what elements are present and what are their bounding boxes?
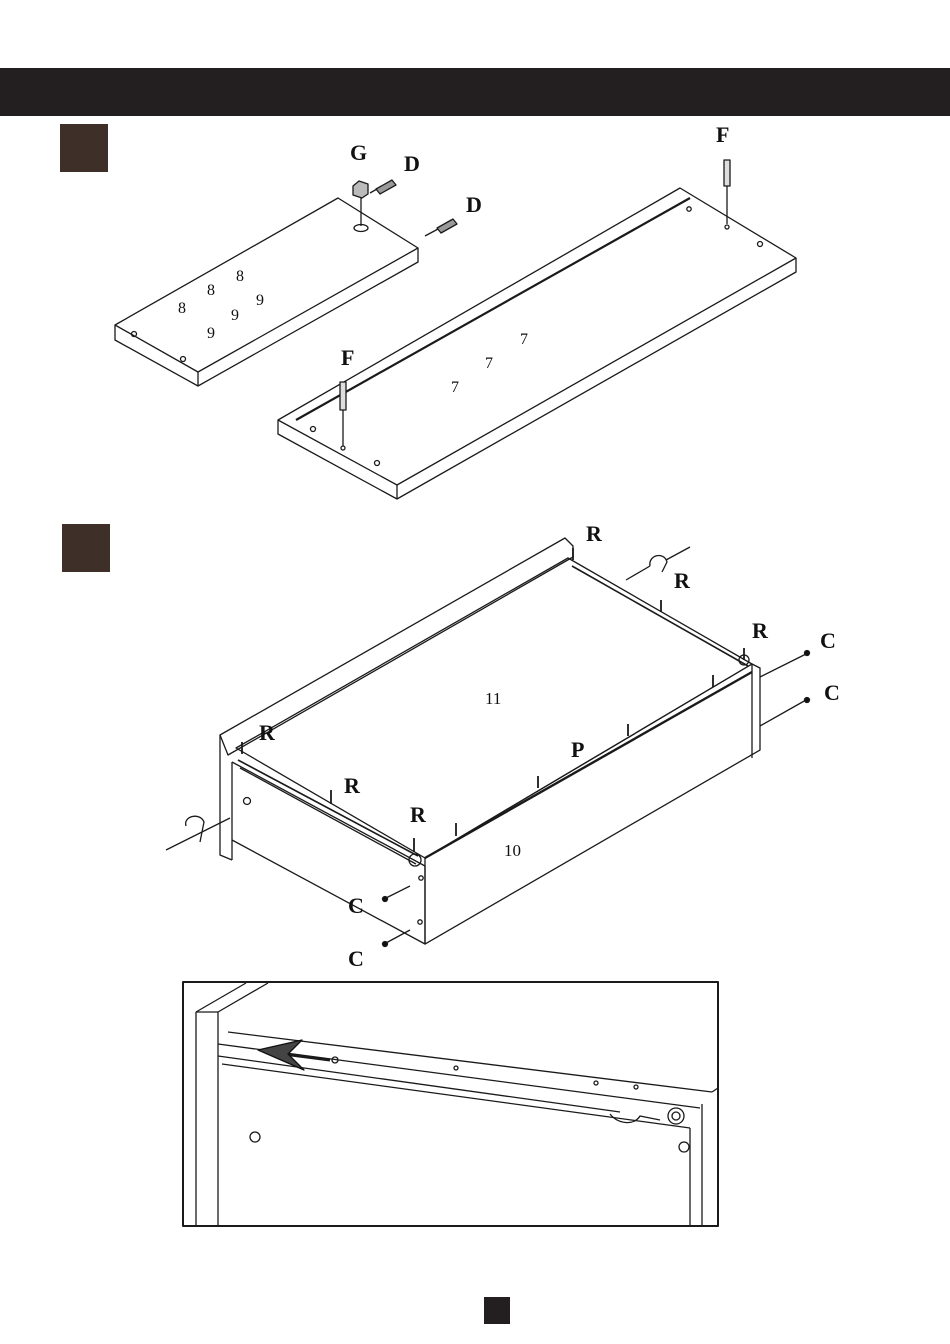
cabinet-box — [220, 538, 760, 944]
page-marker — [484, 1297, 510, 1324]
part-label-9: 9 — [207, 325, 215, 342]
label-r: R — [752, 618, 769, 643]
label-r: R — [344, 773, 361, 798]
part-label-10: 10 — [504, 841, 521, 860]
part-label-9: 9 — [256, 292, 264, 309]
label-c: C — [348, 893, 364, 918]
part-label-7: 7 — [485, 355, 493, 372]
label-f-2: F — [341, 345, 354, 370]
label-d-1: D — [404, 151, 420, 176]
label-r: R — [586, 521, 603, 546]
cam-lock-icon — [353, 181, 368, 232]
bolt-icon — [383, 651, 810, 947]
part-label-9: 9 — [231, 307, 239, 324]
label-r: R — [259, 720, 276, 745]
label-c: C — [820, 628, 836, 653]
small-panel — [115, 198, 418, 386]
dowel-icon — [425, 219, 457, 236]
label-c: C — [824, 680, 840, 705]
label-c: C — [348, 946, 364, 971]
part-label-8: 8 — [178, 300, 186, 317]
part-label-8: 8 — [207, 282, 215, 299]
dowel-icon — [370, 180, 396, 194]
part-label-7: 7 — [520, 331, 528, 348]
label-f-1: F — [716, 122, 729, 147]
label-r: R — [410, 802, 427, 827]
part-label-7: 7 — [451, 379, 459, 396]
part-label-11: 11 — [485, 689, 501, 708]
large-panel — [278, 188, 796, 499]
label-r: R — [674, 568, 691, 593]
pin-icon — [340, 382, 346, 450]
part-label-p: P — [571, 737, 584, 762]
part-label-8: 8 — [236, 268, 244, 285]
label-d-2: D — [466, 192, 482, 217]
arrow-icon — [258, 1040, 330, 1070]
label-g: G — [350, 140, 367, 165]
detail-inset — [183, 982, 718, 1226]
pin-icon — [724, 160, 730, 229]
